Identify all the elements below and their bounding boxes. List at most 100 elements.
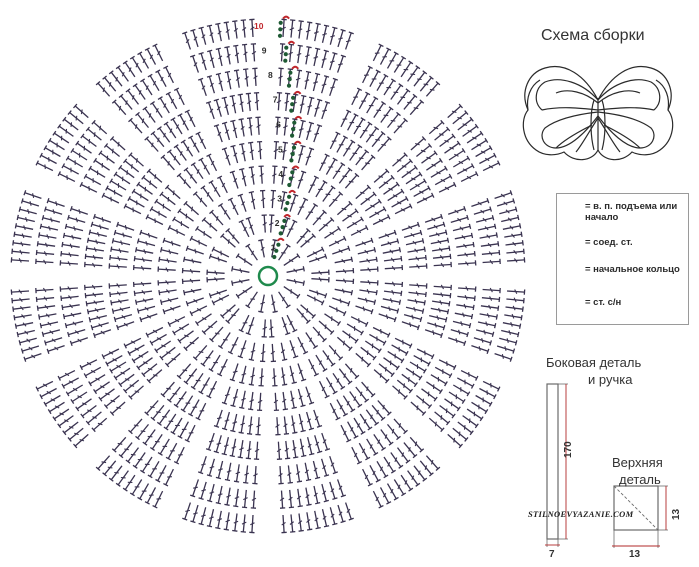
- double-crochet-stitch: [23, 352, 42, 362]
- side-part-width: 7: [549, 549, 555, 560]
- double-crochet-stitch: [125, 447, 140, 464]
- double-crochet-stitch: [502, 322, 522, 329]
- double-crochet-stitch: [18, 337, 37, 346]
- double-crochet-stitch: [359, 256, 378, 263]
- double-crochet-stitch: [224, 70, 232, 90]
- double-crochet-stitch: [35, 160, 54, 172]
- double-crochet-stitch: [386, 51, 399, 69]
- double-crochet-stitch: [241, 43, 248, 63]
- double-crochet-stitch: [235, 286, 253, 299]
- double-crochet-stitch: [377, 136, 392, 152]
- double-crochet-stitch: [458, 286, 477, 292]
- double-crochet-stitch: [101, 348, 120, 360]
- double-crochet-stitch: [357, 247, 377, 255]
- double-crochet-stitch: [41, 215, 61, 223]
- double-crochet-stitch: [386, 483, 399, 501]
- double-crochet-stitch: [447, 103, 463, 119]
- slip-stitch-mark: [293, 90, 302, 95]
- double-crochet-stitch: [457, 294, 476, 301]
- double-crochet-stitch: [403, 442, 418, 459]
- double-crochet-stitch: [473, 206, 493, 215]
- double-crochet-stitch: [296, 228, 311, 244]
- double-crochet-stitch: [108, 283, 127, 289]
- double-crochet-stitch: [95, 81, 111, 97]
- double-crochet-stitch: [189, 54, 200, 73]
- double-crochet-stitch: [61, 303, 80, 311]
- double-crochet-stitch: [39, 223, 59, 231]
- double-crochet-stitch: [300, 233, 316, 248]
- double-crochet-stitch: [287, 465, 293, 484]
- double-crochet-stitch: [86, 307, 106, 315]
- wing-arc: [597, 107, 655, 111]
- double-crochet-stitch: [159, 297, 179, 305]
- double-crochet-stitch: [334, 256, 354, 264]
- double-crochet-stitch: [208, 180, 221, 198]
- double-crochet-stitch: [173, 87, 185, 106]
- double-crochet-stitch: [195, 402, 207, 421]
- double-crochet-stitch: [329, 77, 339, 97]
- double-crochet-stitch: [253, 92, 260, 111]
- double-crochet-stitch: [281, 367, 288, 386]
- double-crochet-stitch: [328, 305, 347, 317]
- double-crochet-stitch: [305, 121, 315, 141]
- double-crochet-stitch: [425, 455, 441, 471]
- double-crochet-stitch: [132, 452, 146, 469]
- double-crochet-stitch: [220, 304, 236, 319]
- double-crochet-stitch: [505, 305, 524, 312]
- double-crochet-stitch: [132, 83, 146, 100]
- double-crochet-stitch: [336, 336, 353, 352]
- double-crochet-stitch: [342, 330, 359, 344]
- double-crochet-stitch: [241, 489, 248, 509]
- double-crochet-stitch: [190, 28, 199, 48]
- double-crochet-stitch: [115, 470, 129, 487]
- double-crochet-stitch: [318, 320, 335, 335]
- double-crochet-stitch: [280, 166, 288, 185]
- double-crochet-stitch: [122, 158, 140, 173]
- double-crochet-stitch: [321, 483, 329, 503]
- double-crochet-stitch: [387, 188, 405, 202]
- double-crochet-stitch: [291, 415, 298, 434]
- double-crochet-stitch: [473, 337, 493, 346]
- double-crochet-stitch: [102, 75, 117, 92]
- double-crochet-stitch: [479, 313, 498, 320]
- double-crochet-stitch: [11, 297, 30, 304]
- chain-stitch-dot: [291, 127, 296, 132]
- top-part-drawing: [612, 485, 668, 548]
- double-crochet-stitch: [92, 213, 112, 223]
- double-crochet-stitch: [457, 251, 476, 257]
- double-crochet-stitch: [382, 298, 402, 305]
- legend-box: = в. п. подъема или начало = соед. ст. =…: [556, 193, 689, 325]
- double-crochet-stitch: [230, 413, 238, 433]
- double-crochet-stitch: [297, 513, 304, 532]
- double-crochet-stitch: [393, 418, 408, 435]
- double-crochet-stitch: [475, 329, 495, 337]
- double-crochet-stitch: [110, 299, 129, 306]
- double-crochet-stitch: [430, 237, 450, 245]
- double-crochet-stitch: [438, 359, 457, 371]
- double-crochet-stitch: [172, 323, 190, 336]
- double-crochet-stitch: [289, 193, 299, 212]
- double-crochet-stitch: [101, 192, 120, 204]
- double-crochet-stitch: [304, 70, 312, 90]
- wing-arc: [597, 90, 641, 104]
- double-crochet-stitch: [128, 152, 144, 167]
- legend-item-chain: = в. п. подъема или начало: [585, 201, 683, 223]
- double-crochet-stitch: [366, 96, 379, 114]
- legend-item-ring: = начальное кольцо: [585, 264, 683, 275]
- double-crochet-stitch: [73, 433, 89, 449]
- double-crochet-stitch: [393, 55, 407, 73]
- double-crochet-stitch: [284, 440, 291, 460]
- double-crochet-stitch: [283, 416, 290, 435]
- double-crochet-stitch: [122, 474, 136, 492]
- double-crochet-stitch: [197, 455, 207, 475]
- double-crochet-stitch: [369, 206, 387, 219]
- double-crochet-stitch: [233, 44, 240, 64]
- double-crochet-stitch: [118, 164, 135, 179]
- double-crochet-stitch: [306, 96, 315, 115]
- double-crochet-stitch: [501, 329, 520, 338]
- double-crochet-stitch: [320, 75, 330, 94]
- double-crochet-stitch: [177, 208, 194, 222]
- double-crochet-stitch: [118, 93, 133, 110]
- double-crochet-stitch: [156, 409, 171, 426]
- double-crochet-stitch: [392, 152, 408, 167]
